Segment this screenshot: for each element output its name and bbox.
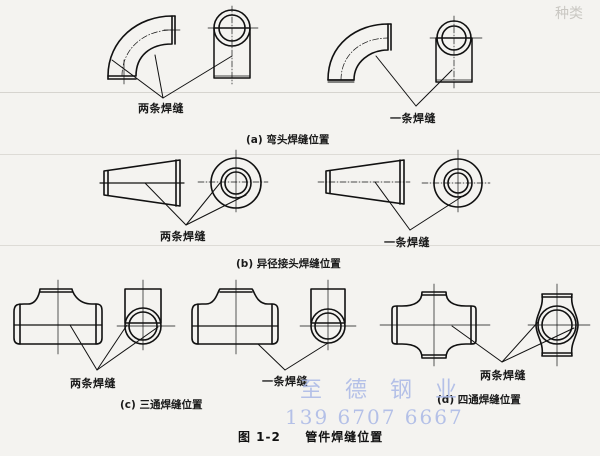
weld-label-elbow-two: 两条焊缝 <box>138 102 184 115</box>
elbow-side-view-two-welds <box>107 15 181 85</box>
reducer-end-view-one-weld <box>421 149 491 213</box>
figure-title: 管件焊缝位置 <box>305 430 384 444</box>
cross-front-view-two-welds <box>379 283 491 367</box>
background-heading: 种类 <box>555 6 583 22</box>
leader-lines-a2 <box>375 55 453 107</box>
elbow-side-view-one-weld <box>327 23 392 83</box>
tee-side-view-two-welds <box>116 279 176 351</box>
panel-caption-b: (b) 异径接头焊缝位置 <box>236 258 341 270</box>
leader-lines-d <box>451 321 575 363</box>
leader-lines-b1 <box>144 182 247 226</box>
reducer-side-view-two-welds <box>99 159 185 207</box>
elbow-end-view-two-welds <box>207 5 259 85</box>
tee-side-view-one-weld <box>299 279 357 351</box>
watermark-company: 至 德 钢 业 <box>300 378 465 403</box>
tee-front-view-one-weld <box>191 279 279 355</box>
background-table-lines <box>0 154 600 155</box>
leader-lines-b2 <box>374 181 467 231</box>
background-table-lines <box>0 245 600 246</box>
cross-side-view-two-welds <box>527 283 591 367</box>
weld-label-tee-two: 两条焊缝 <box>70 377 116 390</box>
panel-caption-d: (d) 四通焊缝位置 <box>437 394 521 406</box>
watermark-phone: 139 6707 6667 <box>285 405 464 429</box>
weld-label-cross-two: 两条焊缝 <box>480 369 526 382</box>
reducer-end-view-two-welds <box>197 149 269 213</box>
leader-lines-a1 <box>111 54 233 99</box>
tee-front-view-two-welds <box>13 279 103 355</box>
weld-label-reducer-one: 一条焊缝 <box>384 236 430 249</box>
reducer-side-view-one-weld <box>317 159 411 205</box>
leader-lines-c2 <box>257 342 329 371</box>
weld-label-tee-one: 一条焊缝 <box>262 375 308 388</box>
figure-caption: 图 1-2 管件焊缝位置 <box>238 428 383 445</box>
elbow-end-view-one-weld <box>429 15 483 91</box>
leader-lines-c1 <box>69 324 159 371</box>
weld-label-elbow-one: 一条焊缝 <box>390 112 436 125</box>
figure-number: 图 1-2 <box>238 430 281 444</box>
panel-caption-a: (a) 弯头焊缝位置 <box>246 134 330 146</box>
panel-caption-c: (c) 三通焊缝位置 <box>120 399 203 411</box>
background-table-lines <box>0 92 600 93</box>
weld-label-reducer-two: 两条焊缝 <box>160 230 206 243</box>
